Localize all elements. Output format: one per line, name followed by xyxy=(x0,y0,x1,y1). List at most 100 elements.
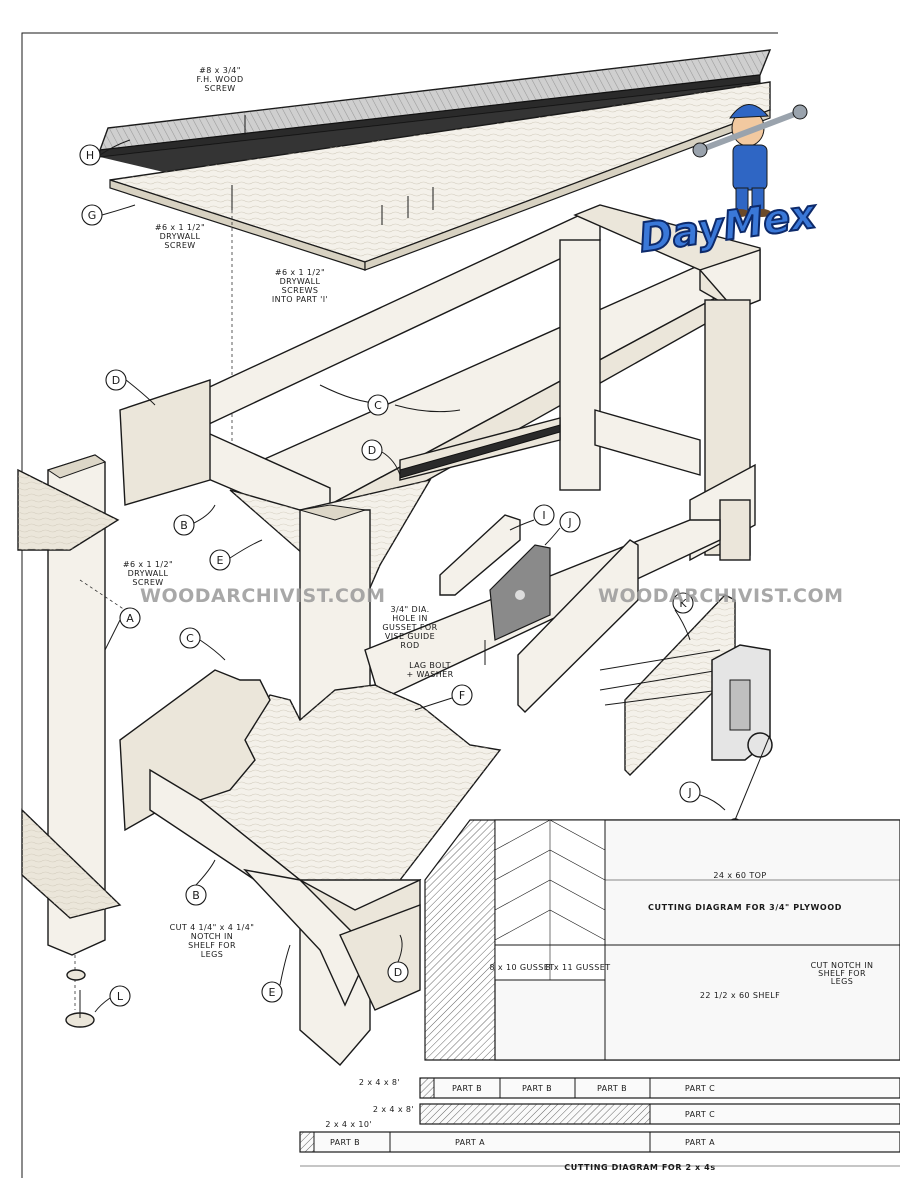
callout-i xyxy=(533,504,555,526)
plywood-diagram-title: CUTTING DIAGRAM FOR 3/4" PLYWOOD xyxy=(648,903,842,912)
plywood-cutting-diagram xyxy=(424,819,900,1061)
callout-l xyxy=(109,985,131,1007)
board-3-size: 2 x 4 x 10' xyxy=(325,1120,372,1129)
callout-e-lower xyxy=(261,981,283,1003)
vise-hole-line-2: HOLE IN xyxy=(392,614,428,623)
vise-hole-line-1: 3/4" DIA. xyxy=(390,605,429,614)
vise-hole-line-4: VISE GUIDE xyxy=(385,632,435,641)
callout-i-label: I xyxy=(542,509,545,522)
board-3-part-3: PART A xyxy=(685,1138,715,1147)
vise-hole-line-5: ROD xyxy=(400,641,419,650)
front-right-leg xyxy=(719,499,751,561)
callout-e-lower-label: E xyxy=(269,986,276,999)
board-1-size: 2 x 4 x 8' xyxy=(359,1078,400,1087)
callout-d-lower-label: D xyxy=(394,966,402,979)
callout-c-lower xyxy=(179,627,201,649)
drywall-screws-i-line-3: SCREWS xyxy=(282,286,319,295)
drywall-screws-i-line-2: DRYWALL xyxy=(280,277,321,286)
callout-a xyxy=(119,607,141,629)
vise-gusset-j xyxy=(484,544,551,665)
plywood-shelf-label: 22 1/2 x 60 SHELF xyxy=(700,991,780,1000)
left-end-panel-d xyxy=(119,379,211,506)
drywall-screws-i-line-4: INTO PART 'I' xyxy=(272,295,328,304)
drywall-screw-a-line-3: SCREW xyxy=(132,578,163,587)
callout-g xyxy=(81,204,103,226)
plywood-top-panel-g xyxy=(109,81,771,271)
board-3-part-2: PART A xyxy=(455,1138,485,1147)
mechanic-with-wrench-icon xyxy=(692,104,808,217)
drywall-screw-g-line-2: DRYWALL xyxy=(160,232,201,241)
plywood-notch-line-1: CUT NOTCH IN xyxy=(811,961,874,970)
vise-block-i xyxy=(439,514,521,596)
watermark-right: WOODARCHIVIST.COM xyxy=(598,585,844,607)
callout-k xyxy=(672,592,694,614)
lag-bolt-line-2: + WASHER xyxy=(406,670,453,679)
notch-line-3: SHELF FOR xyxy=(188,941,236,950)
lumber-diagram-labels: 2 x 4 x 8' PART B PART B PART B PART C 2… xyxy=(300,1078,900,1172)
fh-screw-line-3: SCREW xyxy=(204,84,235,93)
drywall-screw-g-line-1: #6 x 1 1/2" xyxy=(155,223,205,232)
board-1 xyxy=(419,1077,900,1099)
plywood-diagram-labels: 24 x 60 TOP CUTTING DIAGRAM FOR 3/4" PLY… xyxy=(490,871,874,1000)
lower-shelf-f xyxy=(199,684,502,911)
watermark-left: WOODARCHIVIST.COM xyxy=(140,585,386,607)
callout-b-lower-label: B xyxy=(192,889,200,902)
plywood-notch-line-3: LEGS xyxy=(831,977,853,986)
callout-l-label: L xyxy=(117,990,124,1003)
callout-e-top xyxy=(209,549,231,571)
callout-j-gusset xyxy=(559,511,581,533)
top-screws xyxy=(231,115,434,470)
callout-a-label: A xyxy=(126,612,134,625)
plywood-notch-line-2: SHELF FOR xyxy=(818,969,866,978)
back-left-leg xyxy=(559,239,601,491)
callout-f-label: F xyxy=(459,689,465,702)
callout-d-center xyxy=(361,439,383,461)
callout-d-center-label: D xyxy=(368,444,376,457)
drywall-screw-a-line-2: DRYWALL xyxy=(128,569,169,578)
lumber-cutting-diagram xyxy=(299,1077,900,1153)
leveler-foot-l xyxy=(65,955,95,1028)
lower-gusset-d xyxy=(339,903,421,1011)
callout-b-lower xyxy=(185,884,207,906)
callout-e-top-label: E xyxy=(217,554,224,567)
callout-c-top-label: C xyxy=(374,399,382,412)
callout-g-label: G xyxy=(88,209,97,222)
bench-vise-j xyxy=(599,644,773,832)
board-2-size: 2 x 4 x 8' xyxy=(373,1105,414,1114)
callout-c-lower-label: C xyxy=(186,632,194,645)
callout-h-label: H xyxy=(86,149,94,162)
callout-d-left xyxy=(105,369,127,391)
board-2-part-1: PART C xyxy=(685,1110,715,1119)
drywall-screws-i-line-1: #6 x 1 1/2" xyxy=(275,268,325,277)
callout-j-gusset-label: J xyxy=(567,516,571,529)
notch-line-2: NOTCH IN xyxy=(191,932,233,941)
plywood-top-label: 24 x 60 TOP xyxy=(713,871,766,880)
callout-c-top xyxy=(367,394,389,416)
board-1-part-4: PART C xyxy=(685,1084,715,1093)
callout-d-lower xyxy=(387,961,409,983)
plywood-gusset-2-label: 8 x 11 GUSSET xyxy=(546,963,611,972)
drywall-screw-g-line-3: SCREW xyxy=(164,241,195,250)
vise-hole-line-3: GUSSET FOR xyxy=(382,623,437,632)
callout-d-left-label: D xyxy=(112,374,120,387)
notch-line-4: LEGS xyxy=(201,950,223,959)
leg-assembly-a xyxy=(17,454,141,956)
board-1-part-2: PART B xyxy=(522,1084,552,1093)
plywood-gusset-1-label: 8 x 10 GUSSET xyxy=(490,963,555,972)
callout-j-vise xyxy=(679,781,701,803)
fh-screw-line-1: #8 x 3/4" xyxy=(199,66,241,75)
board-1-part-3: PART B xyxy=(597,1084,627,1093)
board-3-part-1: PART B xyxy=(330,1138,360,1147)
fh-screw-line-2: F.H. WOOD xyxy=(196,75,243,84)
lag-bolt-line-1: LAG BOLT xyxy=(409,661,451,670)
back-lower-rail xyxy=(594,409,701,476)
page-border xyxy=(21,32,778,1178)
callout-f xyxy=(451,684,473,706)
fastener-callouts: #8 x 3/4" F.H. WOOD SCREW #6 x 1 1/2" DR… xyxy=(123,66,453,959)
drywall-screw-a-line-1: #6 x 1 1/2" xyxy=(123,560,173,569)
callout-h xyxy=(79,144,101,166)
notch-line-1: CUT 4 1/4" x 4 1/4" xyxy=(170,923,255,932)
callout-j-vise-label: J xyxy=(687,786,691,799)
vise-jaw-board xyxy=(517,539,639,713)
